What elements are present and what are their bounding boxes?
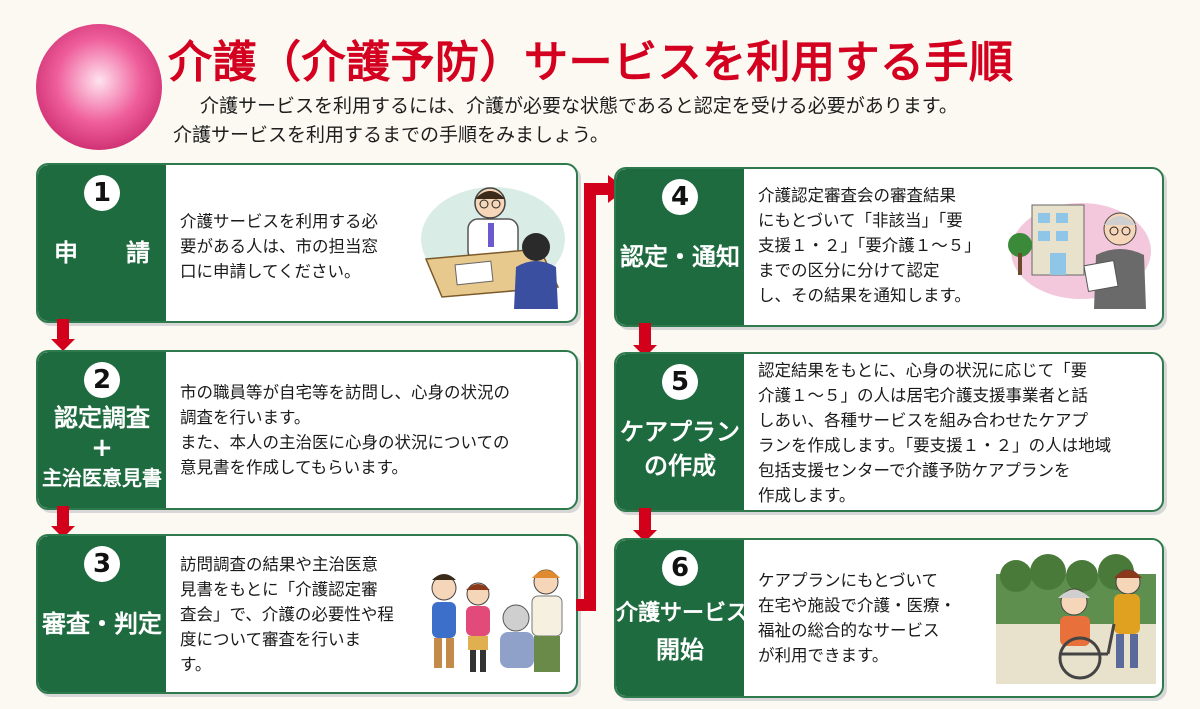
step-2-label-line-1: 認定調査 <box>54 404 150 432</box>
page-title: 介護（介護予防）サービスを利用する手順 <box>168 37 1014 88</box>
step-5-label-line-1: ケアプラン <box>620 418 740 446</box>
step-5-badge: 5 ケアプラン の作成 <box>616 354 744 510</box>
step-2-description: 市の職員等が自宅等を訪問し、心身の状況の 調査を行います。 また、本人の主治医に… <box>180 383 510 477</box>
step-4-description: 介護認定審査会の審査結果 にもとづいて「非該当」「要 支援１・２」「要介護１～５… <box>758 186 981 305</box>
step-2-label-line-2: 主治医意見書 <box>42 466 162 490</box>
step-1-label: 申 請 <box>54 239 150 267</box>
step-2-number: 2 <box>84 362 120 398</box>
step-5-description: 認定結果をもとに、心身の状況に応じて「要 介護１～５」の人は居宅介護支援事業者と… <box>758 361 1112 505</box>
step-1-number: 1 <box>84 175 120 211</box>
arrow-step-4-to-5 <box>633 323 657 357</box>
arrow-step-5-to-6 <box>633 508 657 542</box>
step-6-card: 6 介護サービス 開始 ケアプランにもとづいて 在宅や施設で介護・医療・ 福祉の… <box>614 538 1164 698</box>
step-2-badge: 2 認定調査 + 主治医意見書 <box>38 352 166 508</box>
step-4-label: 認定・通知 <box>620 243 740 271</box>
step-4-card: 4 認定・通知 介護認定審査会の審査結果 にもとづいて「非該当」「要 支援１・２… <box>614 167 1164 327</box>
step-6-number: 6 <box>662 550 698 586</box>
step-5-card: 5 ケアプラン の作成 認定結果をもとに、心身の状況に応じて「要 介護１～５」の… <box>614 352 1164 512</box>
step-3-description: 訪問調査の結果や主治医意 見書をもとに「介護認定審 査会」で、介護の必要性や程 … <box>180 555 394 674</box>
step-3-label: 審査・判定 <box>42 610 162 638</box>
step-3-card: 3 審査・判定 訪問調査の結果や主治医意 見書をもとに「介護認定審 査会」で、介… <box>36 534 578 694</box>
step-2-label-plus: + <box>91 433 113 463</box>
arrow-step-2-to-3 <box>51 506 75 538</box>
intro-line-2: 介護サービスを利用するまでの手順をみましょう。 <box>173 124 609 146</box>
step-1-description: 介護サービスを利用する必 要がある人は、市の担当窓 口に申請してください。 <box>180 212 378 281</box>
step-6-badge: 6 介護サービス 開始 <box>616 540 749 696</box>
arrow-step-1-to-2 <box>51 319 75 351</box>
title-decoration-circle <box>36 24 162 150</box>
intro-line-1: 介護サービスを利用するには、介護が必要な状態であると認定を受ける必要があります。 <box>200 95 958 117</box>
step-6-description: ケアプランにもとづいて 在宅や施設で介護・医療・ 福祉の総合的なサービス が利用… <box>758 571 956 665</box>
notification-illustration <box>1008 203 1151 309</box>
step-1-card: 1 申 請 介護サービスを利用する必 要がある人は、市の担当窓 口に申請してくだ… <box>36 163 578 323</box>
step-5-number: 5 <box>662 364 698 400</box>
step-3-number: 3 <box>84 546 120 582</box>
consultation-illustration <box>421 187 565 309</box>
step-6-label-line-1: 介護サービス <box>616 601 749 626</box>
wheelchair-illustration <box>996 554 1156 684</box>
step-3-badge: 3 審査・判定 <box>38 536 166 692</box>
step-5-label-line-2: の作成 <box>644 452 716 480</box>
step-6-label-line-2: 開始 <box>656 636 704 664</box>
step-2-card: 2 認定調査 + 主治医意見書 市の職員等が自宅等を訪問し、心身の状況の 調査を… <box>36 350 578 510</box>
step-4-badge: 4 認定・通知 <box>616 169 744 325</box>
step-1-badge: 1 申 請 <box>38 165 166 321</box>
step-4-number: 4 <box>662 179 698 215</box>
caregivers-illustration <box>431 569 563 672</box>
